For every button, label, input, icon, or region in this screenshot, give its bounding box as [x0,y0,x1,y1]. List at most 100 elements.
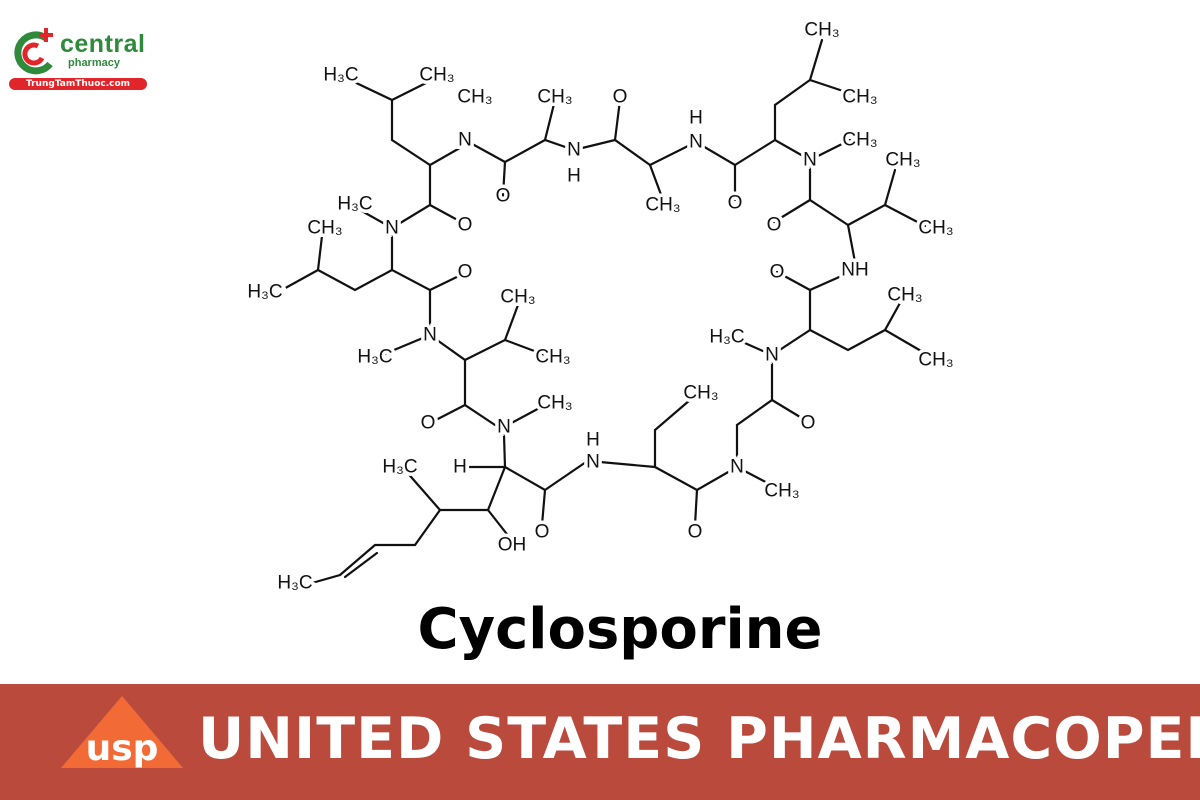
bond [735,465,779,490]
usp-banner: usp UNITED STATES PHARMACOPEIA [0,684,1200,800]
atom-label: CH₃ [918,218,953,239]
bond [808,78,857,97]
bond [653,398,692,469]
bond [428,203,465,225]
banner-text: UNITED STATES PHARMACOPEIA [198,706,1200,772]
bond [735,353,774,469]
atom-label: CH₃ [307,218,342,239]
bond [463,138,576,164]
atom-label: H₃C [277,573,312,594]
logo-subtitle: pharmacy [68,57,120,69]
atom-label: O [688,522,703,543]
bond [572,138,698,167]
atom-label: O [801,413,816,434]
atom-label: CH₃ [419,65,454,86]
atom-label: CH₃ [500,287,535,308]
bond [846,168,897,227]
usp-logo: usp [61,696,183,769]
bond [358,208,394,230]
atom-label: O [458,215,473,236]
bond [808,158,857,264]
atom-label: N [803,150,817,171]
atom-label: CH₃ [842,130,877,151]
atom-label: O [613,87,628,108]
atom-label: H [567,166,581,187]
bond [540,488,547,527]
bond [736,338,774,357]
compound-name: Cyclosporine [417,597,823,662]
atom-label: NH [841,260,868,281]
bond [613,98,622,142]
atom-label: O [496,186,511,207]
atom-label: CH₃ [842,87,877,108]
atom-label: CH₃ [804,20,839,41]
atom-label: H₃C [337,194,372,215]
bond [808,301,902,352]
bond [390,143,467,230]
bond [348,78,432,167]
atom-label: CH₃ [645,195,680,216]
bond [310,508,442,585]
logo-site: TrungTamThuoc.com [9,78,147,90]
atom-label: CH₃ [918,350,953,371]
atom-label: CH₃ [887,285,922,306]
bond [648,163,665,202]
bond [316,234,394,292]
bond [343,551,379,579]
bond [502,433,588,492]
bond [278,268,320,293]
bond [694,138,812,167]
bond [773,38,824,142]
atom-label: N [423,325,437,346]
atom-label: N [689,132,703,153]
atom-label: H [586,430,600,451]
bond [770,398,807,422]
atom-label: O [458,262,473,283]
bond [463,303,520,362]
atom-label: O [421,413,436,434]
bond [598,460,739,492]
logo-c-cross-icon [14,28,53,75]
bond [486,465,512,540]
usp-logo-text: usp [86,728,159,769]
bond [428,333,500,429]
bond [428,272,465,292]
atom-label: H₃C [247,282,282,303]
bond [883,203,927,228]
atom-label: CH₃ [457,87,492,108]
bond [502,403,547,429]
atom-label: O [728,193,743,214]
atom-label: CH₃ [535,347,570,368]
atom-label: N [586,452,600,473]
bond [428,403,467,425]
central-pharmacy-logo: central pharmacy TrungTamThuoc.com [8,26,148,92]
bond [775,270,812,292]
atom-label: H [689,108,703,129]
bond [543,98,557,142]
bond [883,328,930,357]
atom-label: CH₃ [764,481,799,502]
atom-label: O [770,262,785,283]
atom-label: OH [498,535,527,556]
bond [772,198,812,224]
bond [380,333,432,357]
atom-label: H₃C [323,65,358,86]
bond [390,78,434,102]
atom-label: O [767,215,782,236]
atom-label: CH₃ [885,150,920,171]
bond [503,338,547,357]
atom-label: H₃C [382,457,417,478]
bond [770,268,857,357]
atom-label: N [567,140,581,161]
bond [501,160,507,198]
atom-label: N [385,218,399,239]
atom-label: H₃C [357,347,392,368]
atom-label: N [730,457,744,478]
bond [693,488,699,527]
atom-label: N [458,130,472,151]
atom-label: CH₃ [537,87,572,108]
atom-label: CH₃ [683,383,718,404]
atom-label: O [535,522,550,543]
bond [808,138,852,162]
